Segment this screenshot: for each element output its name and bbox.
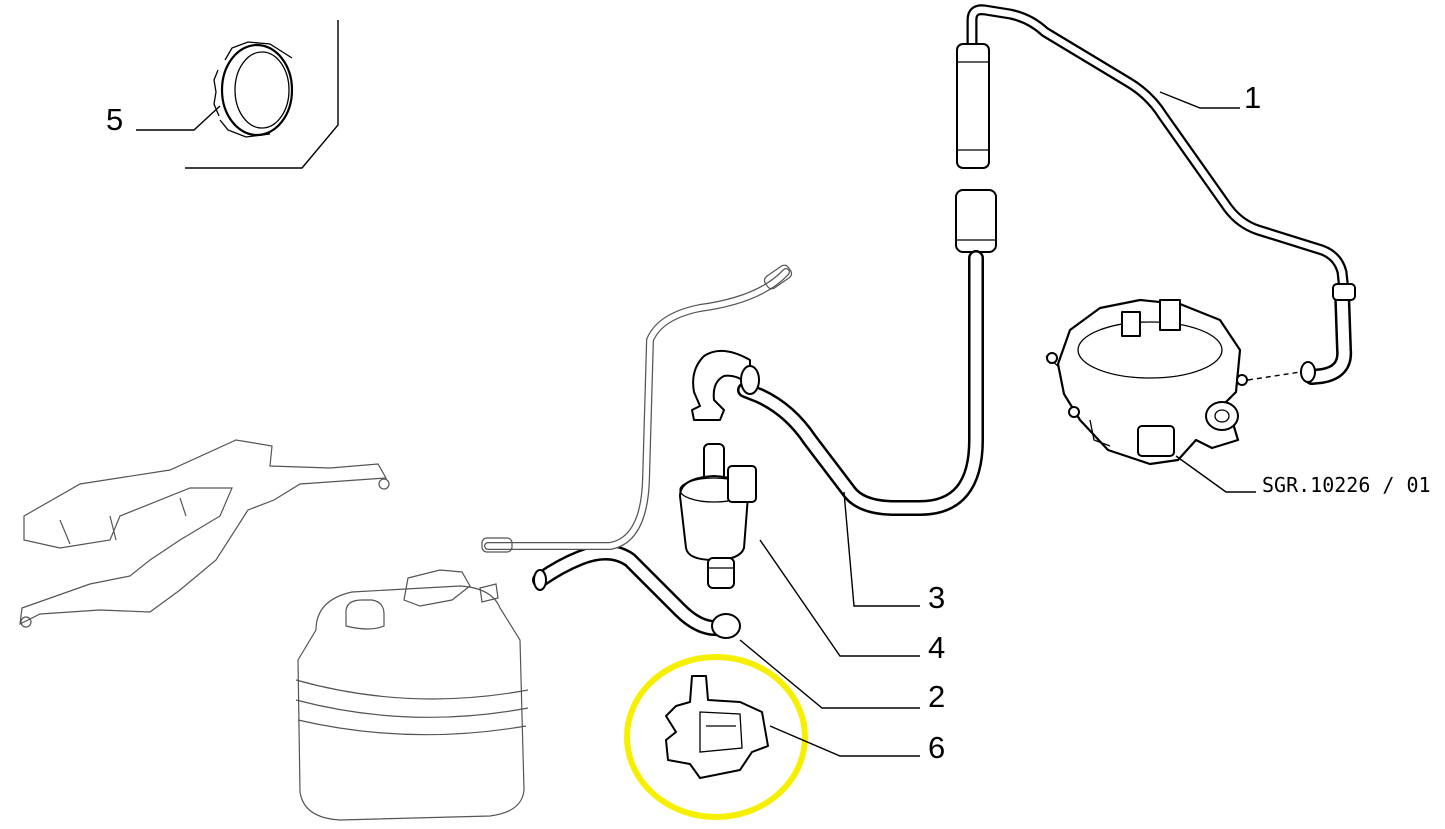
leader-1: [1159, 91, 1240, 109]
leader-ref: [1175, 455, 1256, 493]
leader-3: [843, 491, 920, 607]
part-3-vapour-hose: [691, 189, 997, 516]
part-2-short-hose: [532, 544, 741, 639]
callout-3: 3: [928, 580, 945, 615]
part-4-purge-valve: [679, 443, 757, 589]
highlight-ring: [624, 654, 808, 820]
part-5-clamp-ring: [185, 20, 339, 169]
reference-code: SGR.10226 / 01: [1262, 473, 1431, 497]
throttle-body: [1045, 298, 1301, 466]
leader-lines: [136, 91, 1256, 757]
part-1-fuel-pipe: [956, 4, 1356, 385]
callout-1: 1: [1244, 80, 1261, 115]
context-parts: [19, 264, 793, 821]
callout-5: 5: [106, 102, 123, 137]
callout-2: 2: [928, 679, 945, 714]
callout-6: 6: [928, 730, 945, 765]
callout-4: 4: [928, 630, 945, 665]
leader-4: [759, 539, 920, 657]
leader-5: [136, 105, 221, 131]
leader-2: [739, 639, 920, 709]
leader-6: [769, 725, 920, 757]
inset-frame: [185, 20, 339, 169]
part-6-valve-bracket: [665, 675, 769, 779]
